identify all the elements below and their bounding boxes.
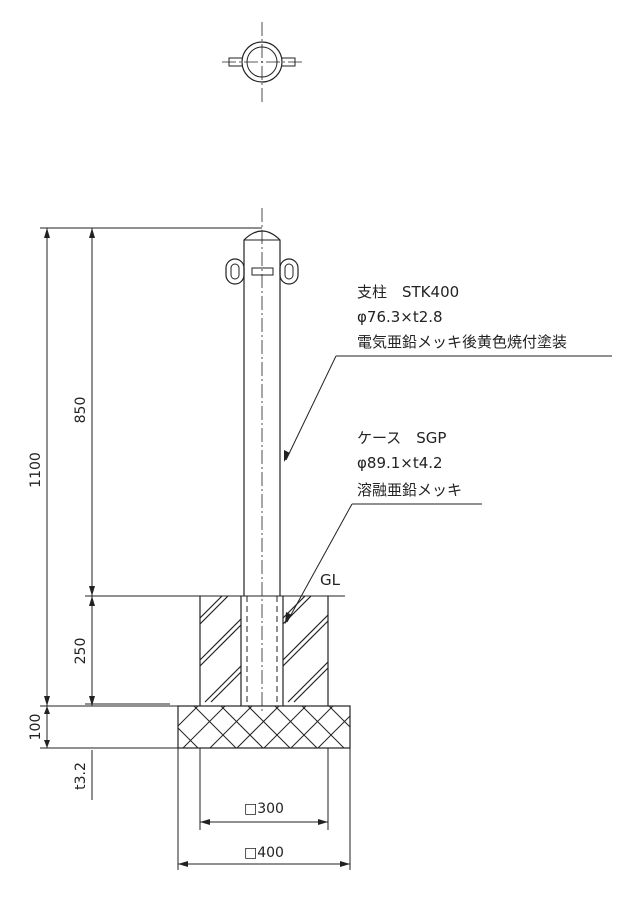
dim-above-ground: 850 — [73, 397, 89, 424]
top-view — [222, 22, 302, 103]
dim-embed-depth: 250 — [73, 638, 89, 665]
dim-inner-width: □300 — [244, 801, 284, 817]
post-spec-line2: φ76.3×t2.8 — [357, 308, 443, 326]
left-chain-ring — [225, 258, 245, 285]
top-view-right-lug — [282, 57, 296, 67]
top-view-left-lug — [228, 57, 242, 67]
base-slab-hatching — [177, 705, 351, 749]
vertical-dimensions — [40, 227, 262, 800]
top-view-inner-circle — [246, 46, 278, 78]
post-spec-line1: 支柱 STK400 — [357, 283, 459, 301]
right-chain-ring — [279, 258, 299, 285]
dim-outer-width: □400 — [244, 845, 284, 861]
case-spec-line2: φ89.1×t4.2 — [357, 454, 443, 472]
embedment — [177, 595, 351, 749]
post-leader — [284, 355, 612, 462]
horizontal-dimensions — [177, 748, 351, 870]
dim-total-height: 1100 — [28, 452, 44, 488]
ground-level-label: GL — [320, 571, 341, 589]
left-hatching — [199, 595, 242, 703]
right-hatching — [282, 595, 329, 703]
right-chain-ring-inner — [284, 263, 294, 280]
case-spec-line1: ケース SGP — [357, 429, 446, 447]
post — [225, 208, 299, 712]
post-spec-line3: 電気亜鉛メッキ後黄色焼付塗装 — [357, 333, 567, 351]
case-leader — [285, 503, 482, 624]
dim-base-thickness: 100 — [28, 714, 44, 741]
chain-slot — [251, 267, 274, 276]
case-spec-line3: 溶融亜鉛メッキ — [357, 481, 462, 499]
top-view-outer-circle — [241, 41, 283, 83]
dim-plate-thickness: t3.2 — [73, 762, 89, 790]
left-chain-ring-inner — [230, 263, 240, 280]
